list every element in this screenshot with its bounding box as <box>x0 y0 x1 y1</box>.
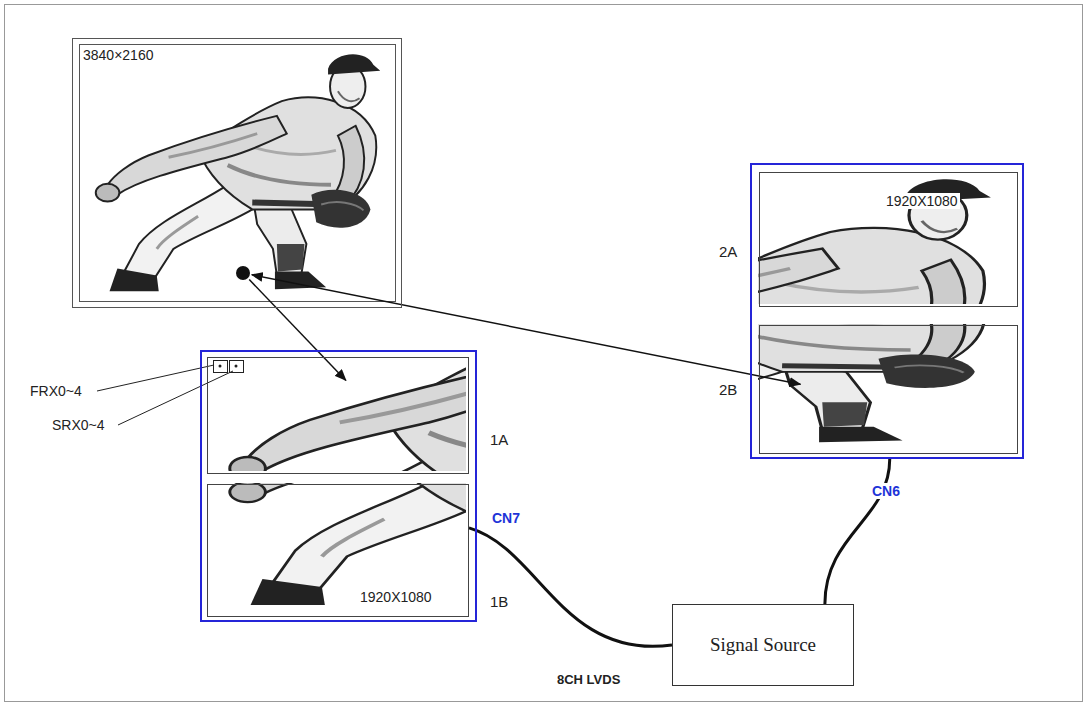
panel-label: 2B <box>719 381 737 398</box>
resolution-label: 1920X1080 <box>884 193 960 209</box>
interface-label: 8CH LVDS <box>557 673 620 688</box>
display-panel: 1B1920X1080 <box>207 484 469 617</box>
cable <box>825 459 890 604</box>
signal-source-box: Signal Source <box>672 604 854 686</box>
signal-name: SRX0~4 <box>52 417 105 433</box>
mapping-arrow <box>252 275 801 385</box>
source-image-frame: 3840×2160 <box>72 38 402 308</box>
resolution-label: 1920X1080 <box>358 589 434 605</box>
mapping-arrow <box>249 279 346 380</box>
resolution-label: 3840×2160 <box>81 47 155 63</box>
connector-name: CN7 <box>490 510 522 526</box>
panel-label: 1A <box>490 431 508 448</box>
display-panel: 2B <box>759 325 1018 454</box>
panel-group: CN71A1B1920X1080 <box>200 350 477 622</box>
display-panel: 2A1920X1080 <box>759 172 1018 307</box>
connector-name: CN6 <box>870 483 902 499</box>
panel-label: 2A <box>719 243 737 260</box>
panel-group: CN62A1920X10802B <box>750 163 1024 459</box>
display-panel: 1A <box>207 357 469 474</box>
box-title: Signal Source <box>710 634 816 656</box>
signal-name: FRX0~4 <box>30 383 82 399</box>
panel-label: 1B <box>490 593 508 610</box>
cable <box>469 528 672 646</box>
